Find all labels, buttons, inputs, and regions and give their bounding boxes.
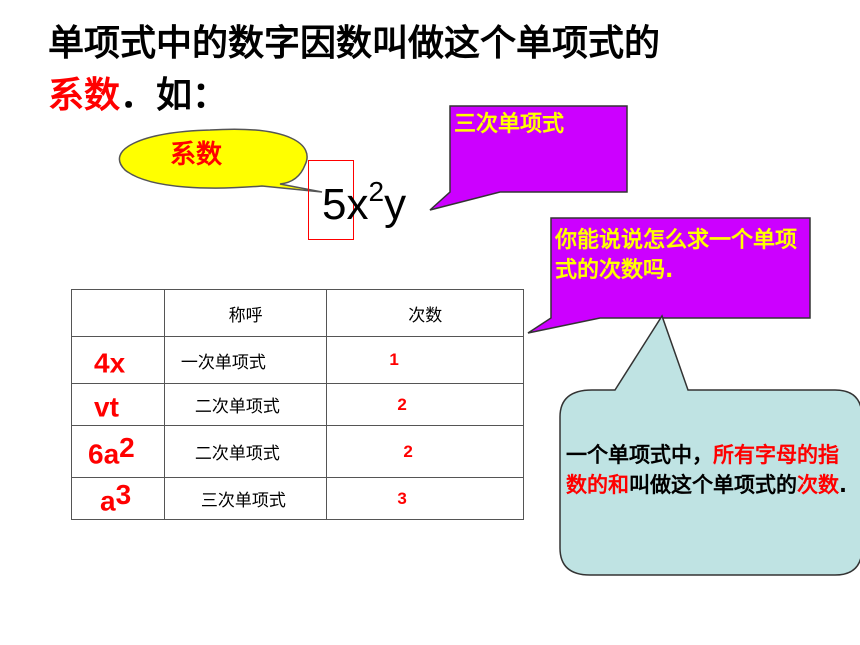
- table-cell-degree: 2: [326, 425, 524, 478]
- coefficient-bubble-label: 系数: [170, 140, 223, 170]
- table-row: 6a2 二次单项式 2: [71, 425, 524, 478]
- definition-keyword-degree: 次数: [797, 473, 839, 497]
- definition-callout-text: 一个单项式中，所有字母的指数的和叫做这个单项式的次数.: [566, 440, 856, 500]
- expression-base1: 5x: [322, 180, 369, 229]
- definition-part1: 一个单项式中，: [566, 443, 713, 467]
- table-header-row: 称呼 次数: [71, 289, 524, 337]
- table-cell-name: 二次单项式: [163, 383, 328, 426]
- title-line1: 单项式中的数字因数叫做这个单项式的: [48, 23, 661, 64]
- table-row: a3 三次单项式 3: [71, 477, 524, 520]
- monomial-table: 称呼 次数 4x 一次单项式 1 vt 二次单项式 2 6a2 二次单项式 2 …: [71, 289, 524, 520]
- question-callout-shape: [527, 217, 811, 334]
- table-cell-name: 一次单项式: [163, 336, 328, 384]
- slide-title: 单项式中的数字因数叫做这个单项式的 系数．如：: [48, 18, 828, 122]
- expression-exponent: 2: [368, 176, 385, 207]
- table-cell-degree: 3: [326, 477, 524, 520]
- degree-callout-text: 三次单项式: [454, 112, 565, 137]
- table-cell-degree: 2: [326, 383, 524, 426]
- expression-5x2y: 5x2y: [322, 176, 406, 230]
- table-row: 4x 一次单项式 1: [71, 336, 524, 384]
- table-row: vt 二次单项式 2: [71, 383, 524, 426]
- question-callout-text: 你能说说怎么求一个单项式的次数吗.: [555, 228, 798, 283]
- title-keyword-coefficient: 系数: [48, 75, 121, 116]
- degree-callout-shape: [429, 105, 628, 211]
- table-cell-degree: 1: [326, 336, 524, 384]
- definition-highlight: 所有字母的指数的和: [566, 443, 839, 497]
- table-cell-term: 4x: [71, 336, 165, 384]
- table-header-cell: 次数: [326, 289, 524, 337]
- table-cell-term: 6a2: [71, 425, 165, 478]
- table-cell-term: vt: [71, 383, 165, 426]
- definition-end: .: [839, 473, 847, 497]
- title-suffix: ．如：: [120, 75, 229, 116]
- table-cell-name: 二次单项式: [163, 425, 328, 478]
- table-header-cell: 称呼: [163, 289, 328, 337]
- table-cell-term: a3: [71, 477, 165, 520]
- table-header-cell: [71, 289, 165, 337]
- definition-part2: 叫做这个单项式的: [629, 473, 797, 497]
- definition-callout-shape: [559, 314, 860, 576]
- table-cell-name: 三次单项式: [163, 477, 328, 520]
- expression-base2: y: [384, 180, 407, 229]
- coefficient-bubble-shape: [118, 128, 323, 193]
- coefficient-highlight-box: [308, 160, 354, 240]
